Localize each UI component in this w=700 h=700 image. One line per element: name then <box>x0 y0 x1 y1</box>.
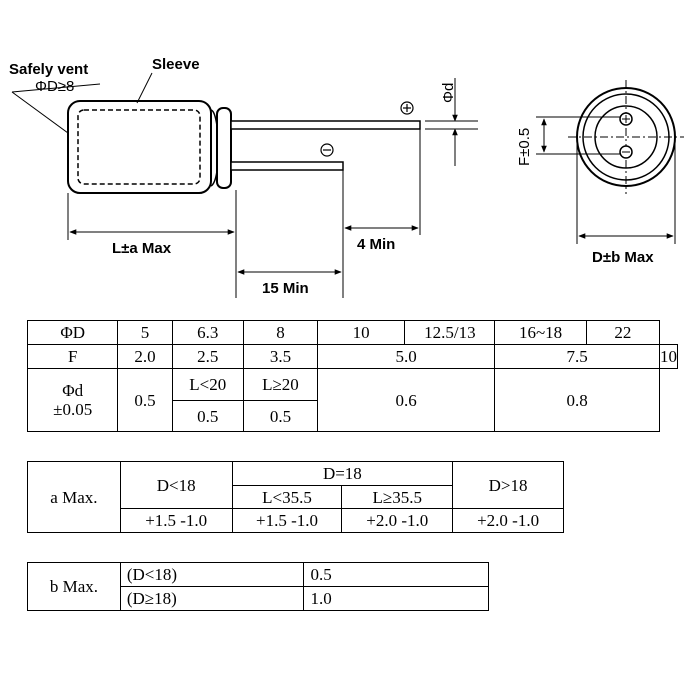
F-cell: 5.0 <box>316 344 496 369</box>
condition-cell: (D<18) <box>119 562 305 587</box>
vent-diameter-label: ΦD≥8 <box>35 78 74 95</box>
capacitor-leads <box>230 120 421 171</box>
diameter-cell: 6.3 <box>171 320 244 345</box>
tolerance-cell: +1.5 -1.0 <box>231 508 343 533</box>
diameter-cell: 8 <box>242 320 318 345</box>
phi-d-header-line1: Φd <box>62 381 84 400</box>
phi-d-header-line2: ±0.05 <box>53 400 93 419</box>
condition-cell: D>18 <box>452 461 564 509</box>
length-label: L±a Max <box>112 240 172 257</box>
F-cell: 2.0 <box>117 344 173 369</box>
condition-cell: L≥35.5 <box>341 485 454 509</box>
leader-lines <box>11 72 153 134</box>
F-cell: 7.5 <box>494 344 660 369</box>
F-cell: 10 <box>659 344 678 369</box>
diameter-dimension <box>576 137 676 244</box>
b-max-label: b Max. <box>27 562 121 611</box>
lead-diameter-label: Φd <box>440 83 457 103</box>
lead-d-cell: 0.5 <box>171 400 244 432</box>
lead-d-cell: 0.8 <box>494 368 660 432</box>
lead-spacing-dimension <box>536 116 620 155</box>
diameter-cell: 5 <box>117 320 173 345</box>
tolerance-cell: +2.0 -1.0 <box>341 508 454 533</box>
length-cond-cell: L≥20 <box>242 368 318 401</box>
positive-mark <box>400 101 414 115</box>
four-min-label: 4 Min <box>357 236 395 253</box>
diameter-cell: 10 <box>316 320 406 345</box>
phi-d-header: Φd ±0.05 <box>26 368 119 432</box>
end-view <box>568 80 684 194</box>
a-max-label: a Max. <box>27 461 121 533</box>
lead-difference-dimension <box>342 129 421 298</box>
F-cell: 2.5 <box>171 344 244 369</box>
negative-mark <box>320 143 334 157</box>
b-max-table: b Max. (D<18) 0.5 (D≥18) 1.0 <box>27 562 489 611</box>
tolerance-cell: +2.0 -1.0 <box>452 508 564 533</box>
lead-spacing-label: F±0.5 <box>516 128 533 166</box>
F-cell: 3.5 <box>242 344 318 369</box>
safety-vent-label: Safely vent <box>9 61 88 78</box>
phi-D-header: ΦD <box>26 320 119 345</box>
capacitor-body <box>67 100 232 194</box>
diameter-cell: 22 <box>585 320 661 345</box>
capacitor-dimension-drawing: Safely vent ΦD≥8 Sleeve Φd L±a Max 4 Min… <box>9 56 684 298</box>
sleeve-label: Sleeve <box>152 56 200 73</box>
diameter-cell: 16~18 <box>494 320 587 345</box>
dimension-table: ΦD 5 6.3 8 10 12.5/13 16~18 22 F 2.0 2.5… <box>26 320 678 432</box>
diameter-cell: 12.5/13 <box>404 320 496 345</box>
condition-cell: D=18 <box>231 461 454 486</box>
lead-d-cell: 0.6 <box>316 368 496 432</box>
diameter-label: D±b Max <box>592 249 654 266</box>
a-max-table: a Max. D<18 D=18 D>18 L<35.5 L≥35.5 +1.5… <box>27 461 564 533</box>
F-header: F <box>26 344 119 369</box>
tolerance-cell: 0.5 <box>303 562 489 587</box>
condition-cell: L<35.5 <box>231 485 343 509</box>
condition-cell: (D≥18) <box>119 586 305 611</box>
lead-d-cell: 0.5 <box>117 368 173 432</box>
fifteen-min-label: 15 Min <box>262 280 309 297</box>
lead-d-cell: 0.5 <box>242 400 318 432</box>
lead-diameter-dimension <box>425 78 478 166</box>
length-dimension <box>67 190 237 298</box>
condition-cell: D<18 <box>119 461 233 509</box>
tolerance-cell: +1.5 -1.0 <box>119 508 233 533</box>
length-cond-cell: L<20 <box>171 368 244 401</box>
tolerance-cell: 1.0 <box>303 586 489 611</box>
